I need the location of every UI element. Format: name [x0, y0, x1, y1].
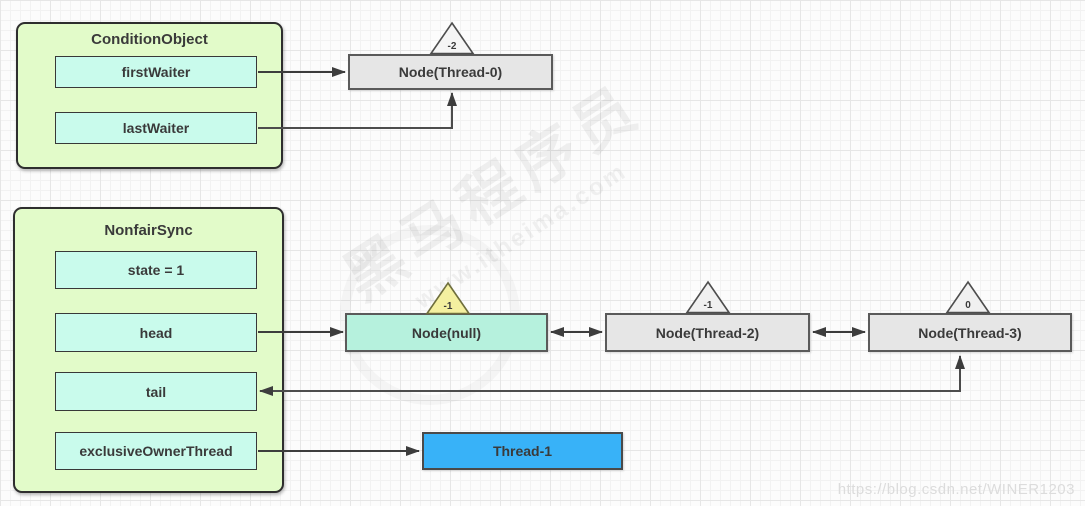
waitstatus-triangle-node3: 0 [945, 280, 991, 314]
node-null: Node(null) [345, 313, 548, 352]
field-first-waiter: firstWaiter [55, 56, 257, 88]
triangle-shape-icon [945, 280, 991, 314]
nonfair-sync-title: NonfairSync [104, 222, 193, 239]
condition-object-container: ConditionObject [16, 22, 283, 169]
waitstatus-triangle-node2: -1 [685, 280, 731, 314]
waitstatus-label-node0: -2 [447, 41, 457, 52]
node-thread-3: Node(Thread-3) [868, 313, 1072, 352]
node-thread-0: Node(Thread-0) [348, 54, 553, 90]
waitstatus-label-node3: 0 [965, 300, 971, 311]
field-head: head [55, 313, 257, 352]
node-thread-2: Node(Thread-2) [605, 313, 810, 352]
condition-object-title: ConditionObject [91, 31, 208, 48]
triangle-shape-icon [425, 281, 471, 315]
arrow-lastwaiter-to-node0 [258, 92, 457, 129]
field-tail: tail [55, 372, 257, 411]
triangle-shape-icon [685, 280, 731, 314]
watermark-center: 黑马程序员 www.itheima.com [316, 53, 681, 346]
field-exclusive-owner-thread: exclusiveOwnerThread [55, 432, 257, 470]
thread-1-box: Thread-1 [422, 432, 623, 470]
field-last-waiter: lastWaiter [55, 112, 257, 144]
waitstatus-triangle-node0: -2 [429, 21, 475, 55]
waitstatus-label-node-null: -1 [443, 301, 453, 312]
waitstatus-label-node2: -1 [703, 300, 713, 311]
watermark-corner: https://blog.csdn.net/WINER1203 [837, 481, 1075, 498]
watermark-brand-text: 黑马程序员 [332, 71, 654, 313]
triangle-shape-icon [429, 21, 475, 55]
field-state: state = 1 [55, 251, 257, 289]
waitstatus-triangle-node-null: -1 [425, 281, 471, 315]
arrow-tail-node3-bidirectional [259, 355, 965, 396]
